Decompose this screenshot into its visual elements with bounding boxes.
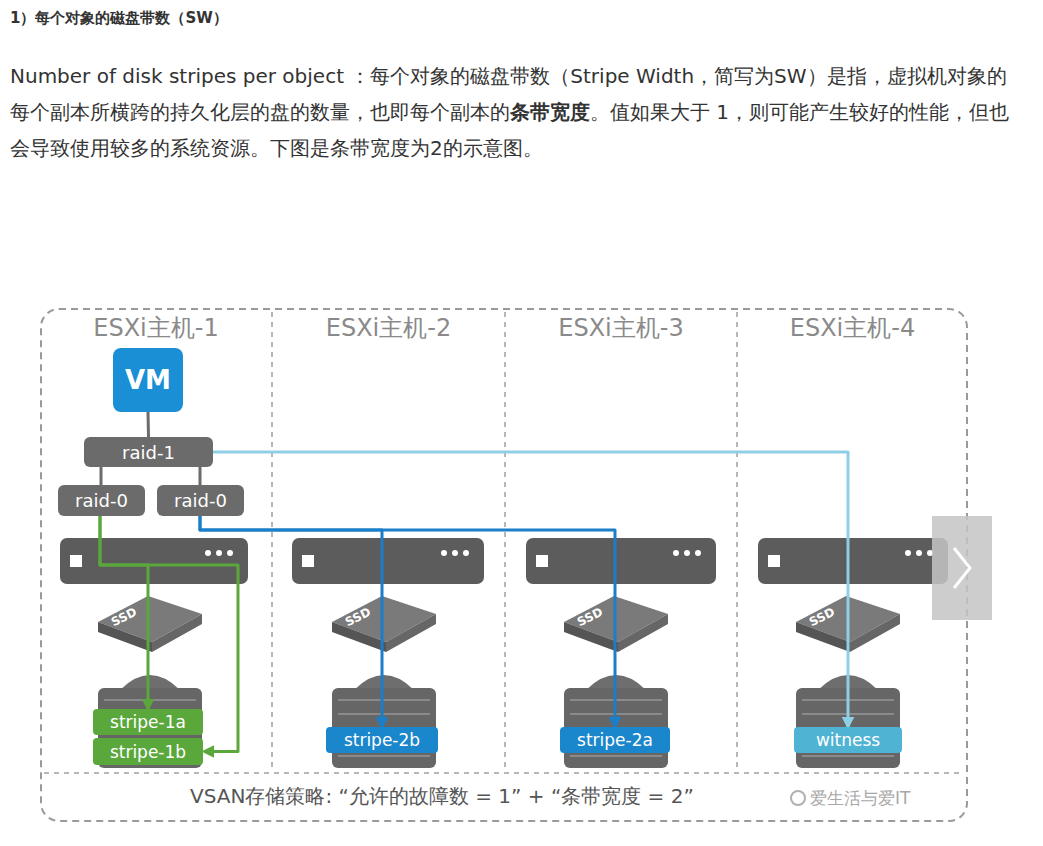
host-divider [504, 312, 506, 772]
server-bar [758, 538, 948, 584]
connector [213, 452, 848, 727]
node-text: stripe-2a [577, 730, 653, 750]
node-text: stripe-1a [110, 712, 186, 732]
witness-label: witness [794, 727, 902, 753]
host-heading: ESXi主机-4 [737, 312, 968, 344]
raid-box: raid-0 [157, 485, 244, 516]
nav-arrow [932, 516, 992, 620]
watermark-icon [791, 791, 805, 805]
server-bar [526, 538, 716, 584]
connector [100, 516, 148, 709]
connector [200, 516, 382, 727]
host-column: ESXi主机-1VM raid-1 raid-0 raid-0 stripe-1a str… [40, 308, 272, 772]
section-heading: 1）每个对象的磁盘带数（SW） [10, 9, 228, 28]
stripe-label: stripe-2a [560, 727, 670, 753]
raid-box: raid-0 [58, 485, 145, 516]
host-heading: ESXi主机-2 [272, 312, 505, 344]
connector [100, 516, 238, 752]
server-bar [292, 538, 484, 584]
server-bar [60, 538, 248, 584]
host-divider [736, 312, 738, 772]
host-column: ESXi主机-3 stripe-2a [505, 308, 737, 772]
policy-caption: VSAN存储策略: “允许的故障数 = 1” + “条带宽度 = 2” [190, 783, 694, 810]
bold-term: 条带宽度 [510, 100, 590, 124]
node-text: raid-1 [122, 442, 175, 463]
node-text: stripe-1b [110, 742, 186, 762]
stripe-label: stripe-1b [93, 738, 203, 765]
connector [100, 467, 103, 485]
stripe-label: stripe-1a [93, 709, 203, 735]
ssd-icon [332, 596, 436, 652]
paragraph: Number of disk stripes per object ：每个对象的… [10, 58, 1010, 166]
node-text: VM [125, 365, 171, 395]
host-heading: ESXi主机-3 [505, 312, 737, 344]
node-text: raid-0 [75, 490, 128, 511]
ssd-icon [98, 596, 202, 652]
stripe-label: stripe-2b [326, 727, 438, 753]
hdd-icon [332, 675, 436, 768]
host-column: ESXi主机-4 witness [737, 308, 968, 772]
node-text: witness [816, 730, 880, 750]
host-column: ESXi主机-2 stripe-2b [272, 308, 505, 772]
connector [147, 412, 151, 437]
caption-divider [44, 772, 964, 774]
vm-box: VM [113, 348, 183, 412]
outer-frame [41, 309, 967, 821]
node-text: stripe-2b [344, 730, 420, 750]
host-divider [271, 312, 273, 772]
connector [199, 467, 202, 485]
connector [200, 516, 615, 727]
node-text: raid-0 [174, 490, 227, 511]
raid-box: raid-1 [84, 437, 213, 467]
host-heading: ESXi主机-1 [40, 312, 272, 344]
watermark: 爱生活与爱IT [810, 787, 910, 810]
